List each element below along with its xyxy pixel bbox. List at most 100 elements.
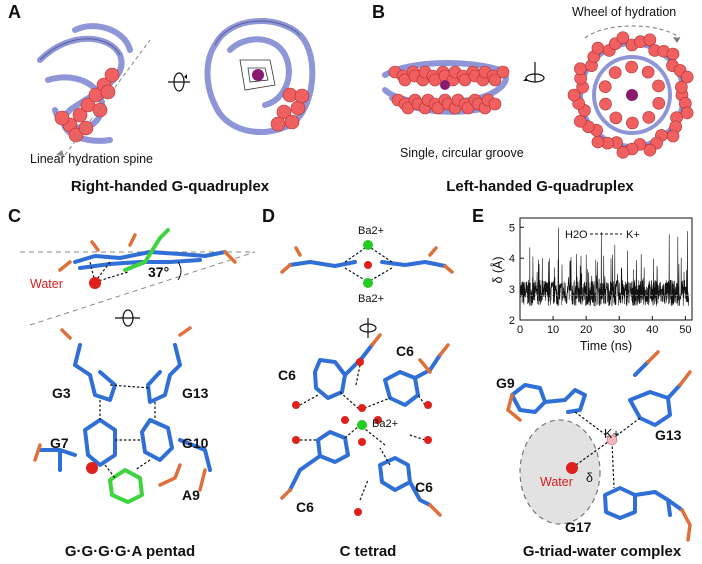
delta-series-line [519, 227, 689, 307]
ba-ion-center [357, 420, 367, 430]
ba-ion-top [363, 240, 373, 250]
water-sphere [292, 401, 300, 409]
water-sphere [675, 80, 688, 94]
panel-a-letter: A [8, 2, 21, 22]
y-tick-label: 4 [509, 253, 515, 265]
water-sphere [591, 135, 605, 149]
water-sphere [89, 277, 101, 289]
water-sphere [488, 97, 502, 111]
rotate-icon [115, 309, 140, 327]
legend-right: K+ [626, 229, 640, 241]
water-label: Water [540, 475, 573, 489]
rotate-icon [168, 72, 190, 92]
ion-sphere [440, 80, 450, 90]
water-spheres [270, 87, 310, 132]
water-sphere [567, 88, 581, 102]
panel-b-letter: B [372, 2, 385, 22]
tetrad-top-view [280, 333, 450, 517]
water-sphere [616, 145, 630, 159]
residue-a9: A9 [182, 487, 200, 503]
water-sphere [574, 115, 587, 128]
y-axis-label: δ (Å) [490, 256, 505, 283]
water-sphere [652, 79, 665, 93]
x-tick-label: 20 [580, 324, 592, 336]
rotate-icon [359, 318, 377, 338]
water-sphere [78, 120, 94, 136]
water-sphere [356, 358, 364, 366]
panel-b-top-structure [567, 25, 694, 159]
water-sphere [341, 416, 349, 424]
panel-a-annotation: Linear hydration spine [30, 152, 153, 166]
panel-b-caption: Left-handed G-quadruplex [446, 178, 634, 195]
legend-left: H2O [565, 229, 588, 241]
pentad-side-view [20, 228, 256, 326]
panel-a-side-structure [37, 23, 151, 156]
water-sphere [591, 41, 605, 55]
x-tick-label: 30 [613, 324, 625, 336]
y-tick-label: 3 [509, 284, 515, 296]
x-tick-label: 50 [679, 324, 691, 336]
water-sphere [666, 129, 680, 143]
panel-a-top-structure [204, 18, 316, 136]
panel-c-letter: C [8, 206, 21, 226]
water-sphere [641, 65, 655, 79]
water-sphere [364, 261, 372, 269]
water-sphere [86, 462, 98, 474]
residue-g17: G17 [565, 519, 592, 535]
panel-e-letter: E [472, 206, 484, 226]
y-tick-label: 5 [509, 222, 515, 234]
panel-c: C Water 37° [8, 206, 256, 560]
water-sphere [424, 401, 432, 409]
triad-structure [506, 350, 692, 542]
water-sphere [599, 97, 612, 111]
water-sphere [625, 60, 638, 74]
ion-bottom-label: Ba2+ [358, 293, 384, 305]
water-sphere [626, 116, 639, 130]
k-ion-label: K+ [604, 427, 620, 441]
panel-c-caption: G·G·G·G·A pentad [65, 543, 195, 560]
panel-d-caption: C tetrad [340, 543, 397, 560]
water-spheres [54, 67, 120, 143]
rotate-icon [523, 62, 545, 83]
k-ion [606, 434, 618, 446]
water-sphere [374, 416, 382, 424]
x-tick-label: 40 [646, 324, 658, 336]
water-sphere [616, 31, 630, 45]
water-sphere [72, 107, 88, 123]
water-sphere [598, 80, 612, 94]
panel-e-caption: G-triad-water complex [523, 543, 682, 560]
water-sphere [358, 438, 366, 446]
ion-center-label: Ba2+ [372, 418, 398, 430]
water-sphere [488, 73, 502, 87]
panel-a-caption: Right-handed G-quadruplex [71, 178, 270, 195]
residue-c6-3: C6 [415, 479, 433, 495]
residue-g13: G13 [182, 385, 209, 401]
water-sphere [294, 88, 310, 104]
wheel-arrow [584, 25, 681, 39]
water-sphere [496, 65, 510, 79]
water-label: Water [30, 277, 63, 291]
residue-g13: G13 [655, 427, 682, 443]
residue-g7: G7 [50, 435, 69, 451]
water-sphere [643, 33, 657, 47]
tetrad-side-view [280, 240, 454, 288]
y-tick-label: 2 [509, 315, 515, 327]
panel-b: B Wheel of hydration Single, circular gr… [372, 2, 694, 195]
hydration-spine-line [64, 39, 151, 156]
panel-a: A Linear h [8, 2, 316, 195]
panel-b-side-structure [382, 60, 510, 115]
x-tick-label: 10 [547, 324, 559, 336]
residue-c6-2: C6 [278, 367, 296, 383]
ion-top-label: Ba2+ [358, 225, 384, 237]
water-sphere [424, 436, 432, 444]
water-sphere [642, 111, 656, 124]
water-sphere [680, 70, 694, 84]
ion-sphere [626, 89, 638, 101]
water-sphere [100, 84, 116, 100]
water-sphere [652, 96, 666, 110]
residue-c6-4: C6 [296, 499, 314, 515]
panel-b-annotation-top: Wheel of hydration [572, 5, 676, 19]
